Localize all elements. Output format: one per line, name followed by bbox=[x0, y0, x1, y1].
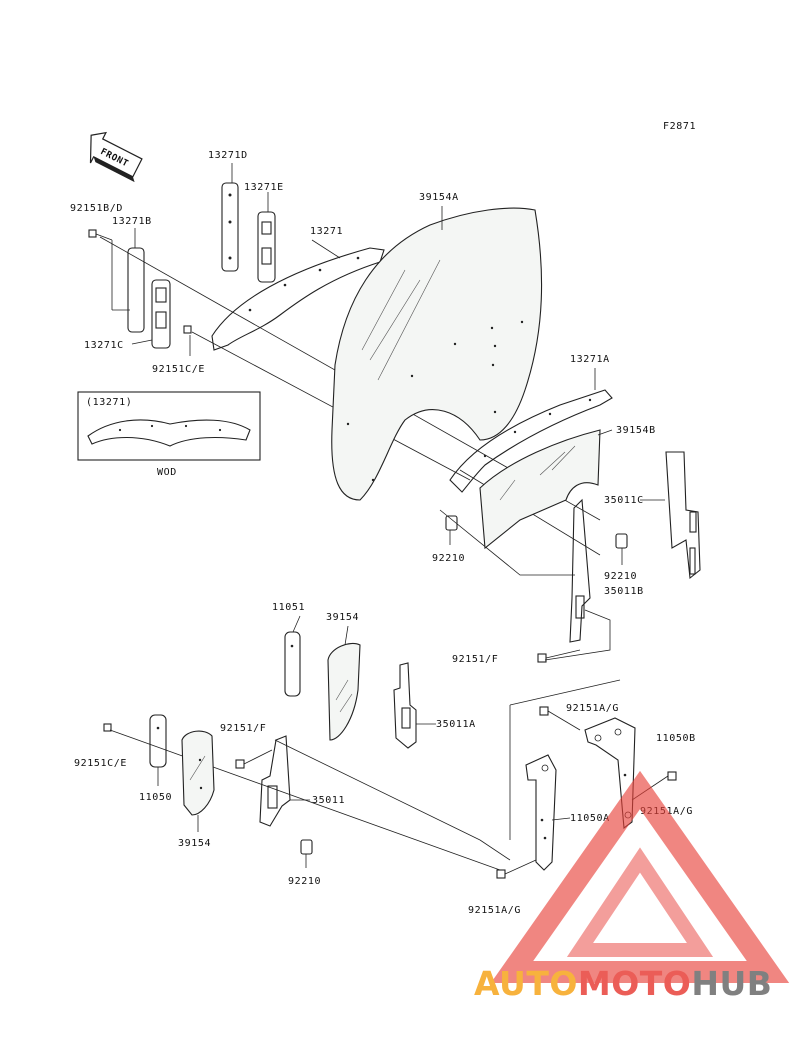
label-92151AG-top: 92151A/G bbox=[566, 703, 619, 714]
inset-title: (13271) bbox=[86, 397, 132, 408]
watermark-triangle-icon bbox=[490, 770, 790, 983]
label-92151BD: 92151B/D bbox=[70, 203, 123, 214]
label-39154-mid: 39154 bbox=[326, 612, 359, 623]
bolt-92151CE-left bbox=[103, 723, 112, 732]
bolt-92151CE-top bbox=[183, 325, 192, 334]
label-92151F-right: 92151/F bbox=[452, 654, 498, 665]
nut-92210-bottom bbox=[300, 839, 313, 855]
bolt-92151F-right bbox=[537, 649, 581, 663]
trim-strip-13271 bbox=[211, 247, 385, 351]
inset-caption: WOD bbox=[157, 467, 177, 478]
label-leaders bbox=[131, 163, 665, 868]
plate-13271C bbox=[151, 279, 171, 349]
bracket-11050A bbox=[525, 754, 557, 871]
label-92210-mid-left: 92210 bbox=[432, 553, 465, 564]
plate-13271D bbox=[221, 182, 239, 272]
watermark-moto: MOTO bbox=[578, 964, 691, 1003]
figure-code: F2871 bbox=[663, 121, 696, 132]
inset-box: (13271) WOD bbox=[77, 391, 261, 478]
bracket-35011C bbox=[665, 451, 701, 580]
label-39154A: 39154A bbox=[419, 192, 459, 203]
bracket-35011B bbox=[569, 498, 591, 643]
watermark-logo: AUTOMOTOHUB bbox=[474, 770, 790, 1003]
label-13271E: 13271E bbox=[244, 182, 284, 193]
label-39154-bottom: 39154 bbox=[178, 838, 211, 849]
label-35011A: 35011A bbox=[436, 719, 476, 730]
label-13271A: 13271A bbox=[570, 354, 610, 365]
label-92210-mid-right: 92210 bbox=[604, 571, 637, 582]
label-39154B: 39154B bbox=[616, 425, 656, 436]
label-11051: 11051 bbox=[272, 602, 305, 613]
label-92151F-left: 92151/F bbox=[220, 723, 266, 734]
svg-text:AUTOMOTOHUB: AUTOMOTOHUB bbox=[474, 964, 772, 1003]
label-11050B: 11050B bbox=[656, 733, 696, 744]
label-92210-bottom: 92210 bbox=[288, 876, 321, 887]
part-labels: 13271D 13271E 39154A 92151B/D 13271B 132… bbox=[70, 150, 696, 916]
bolt-92151AG-bottom bbox=[496, 859, 537, 879]
label-13271D: 13271D bbox=[208, 150, 248, 161]
label-92151AG-bottom: 92151A/G bbox=[468, 905, 521, 916]
label-35011: 35011 bbox=[312, 795, 345, 806]
plate-13271E bbox=[257, 211, 276, 283]
label-35011B: 35011B bbox=[604, 586, 644, 597]
label-13271C: 13271C bbox=[84, 340, 124, 351]
label-92151CE-top: 92151C/E bbox=[152, 364, 205, 375]
label-11050A: 11050A bbox=[570, 813, 610, 824]
cover-11050 bbox=[149, 714, 167, 768]
bolt-92151F-left bbox=[235, 749, 273, 769]
nut-92210-right bbox=[615, 533, 628, 549]
side-glass-39154B bbox=[479, 429, 601, 550]
bolt-92151AG-top bbox=[539, 706, 581, 731]
bolt-92151BD bbox=[88, 229, 130, 311]
glass-39154-mid bbox=[327, 642, 361, 741]
trim-strip-13271A bbox=[449, 389, 613, 493]
windshield-39154A bbox=[331, 207, 543, 501]
bracket-35011A bbox=[393, 662, 417, 749]
bracket-35011 bbox=[259, 735, 291, 827]
glass-39154-bottom bbox=[181, 730, 215, 816]
nut-92210-left bbox=[445, 515, 458, 531]
label-13271: 13271 bbox=[310, 226, 343, 237]
front-arrow-icon: FRONT bbox=[89, 131, 143, 183]
label-35011C: 35011C bbox=[604, 495, 644, 506]
watermark-auto: AUTO bbox=[474, 964, 578, 1003]
cover-11051 bbox=[284, 631, 301, 697]
label-13271B: 13271B bbox=[112, 216, 152, 227]
plate-13271B bbox=[127, 247, 145, 333]
label-92151CE-left: 92151C/E bbox=[74, 758, 127, 769]
label-11050: 11050 bbox=[139, 792, 172, 803]
watermark-hub: HUB bbox=[691, 964, 772, 1003]
